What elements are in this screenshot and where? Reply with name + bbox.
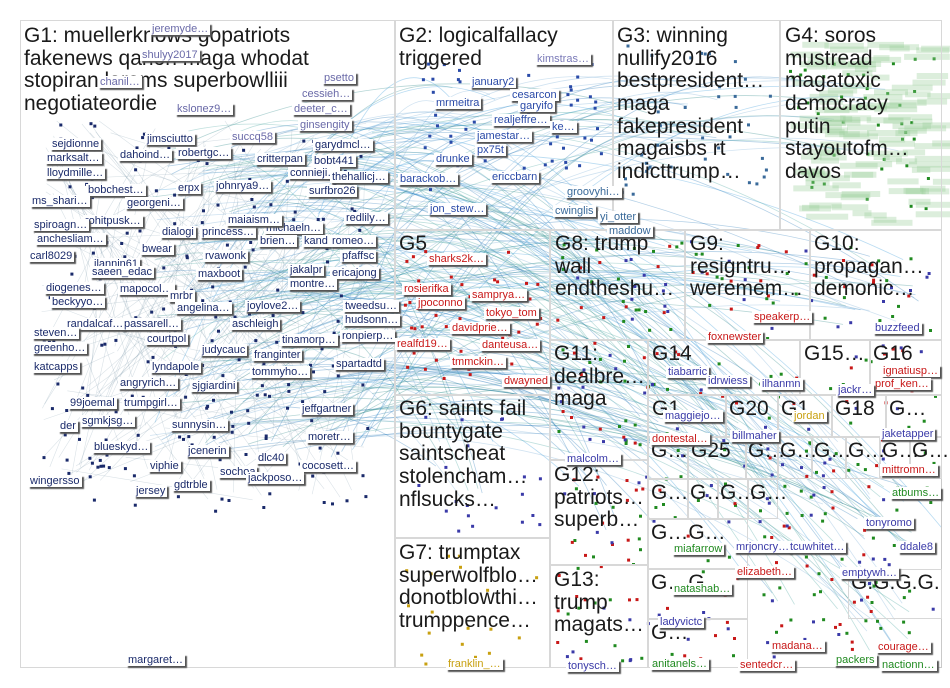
group-cell-gi [718, 479, 748, 519]
group-cell-g3 [613, 20, 780, 230]
group-cell-gl [648, 569, 748, 619]
group-cell-gg [648, 479, 688, 519]
group-cell-gm [848, 569, 942, 619]
group-cell-g4 [780, 20, 942, 230]
group-cell-g12 [550, 460, 648, 565]
group-cell-g2 [395, 20, 613, 230]
group-cell-gj [748, 479, 778, 519]
group-cell-g6 [395, 395, 550, 538]
group-cell-g10 [810, 230, 942, 340]
group-cell-g1 [20, 20, 395, 668]
group-cell-g11 [550, 340, 648, 460]
group-cell-ga [746, 437, 778, 479]
group-cell-gh [688, 479, 718, 519]
group-cell-g5 [395, 230, 550, 395]
group-cell-gd [846, 437, 880, 479]
group-cell-g8 [550, 230, 685, 340]
group-cell-g9 [685, 230, 810, 340]
group-cell-g13 [550, 565, 648, 668]
group-cell-gn [648, 619, 748, 668]
group-cell-g16 [648, 395, 726, 437]
group-cell-gc [812, 437, 846, 479]
group-cell-g14 [648, 340, 800, 395]
group-cell-ge [880, 437, 910, 479]
group-cell-gb [778, 437, 812, 479]
group-cell-g15 [800, 340, 870, 395]
group-cell-g17b [778, 395, 832, 437]
group-cell-g18 [832, 395, 886, 437]
group-cell-g22 [648, 437, 688, 479]
group-cell-g7 [395, 538, 550, 668]
group-cell-g25 [688, 437, 746, 479]
group-cell-g19 [886, 395, 942, 437]
group-cell-g17a [870, 340, 942, 395]
group-cell-gk [648, 519, 748, 569]
group-cell-g20 [726, 395, 778, 437]
group-cell-gf [910, 437, 942, 479]
